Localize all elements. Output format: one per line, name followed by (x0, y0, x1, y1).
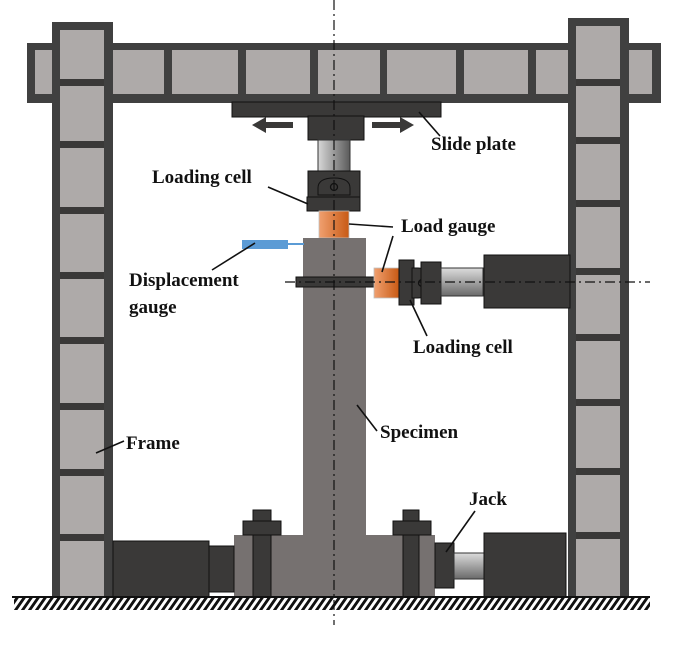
ground (12, 596, 650, 610)
arrow-left-icon (252, 117, 293, 133)
load-gauge-side (373, 267, 400, 299)
label-displacement-gauge-line2: gauge (129, 297, 177, 318)
bottom-left-block (112, 540, 235, 598)
vertical-actuator (306, 115, 365, 212)
displacement-gauge (242, 240, 304, 249)
frame-right-column (568, 18, 629, 598)
label-jack: Jack (469, 489, 507, 510)
frame-left-column (52, 22, 113, 598)
top-beam (27, 43, 661, 103)
label-loading-cell-top: Loading cell (152, 167, 252, 188)
slide-plate (231, 101, 442, 118)
label-specimen: Specimen (380, 422, 459, 443)
anchor-bolt-right (392, 509, 432, 598)
arrow-right-icon (372, 117, 414, 133)
label-load-gauge: Load gauge (401, 216, 496, 237)
label-slide-plate: Slide plate (431, 134, 516, 155)
leader-lines (95, 111, 476, 553)
label-loading-cell-side: Loading cell (413, 337, 513, 358)
horizontal-actuator (398, 254, 571, 309)
anchor-bolt-left (242, 509, 282, 598)
jack (434, 532, 567, 598)
label-displacement-gauge-line1: Displacement (129, 270, 239, 291)
label-frame: Frame (126, 433, 180, 454)
